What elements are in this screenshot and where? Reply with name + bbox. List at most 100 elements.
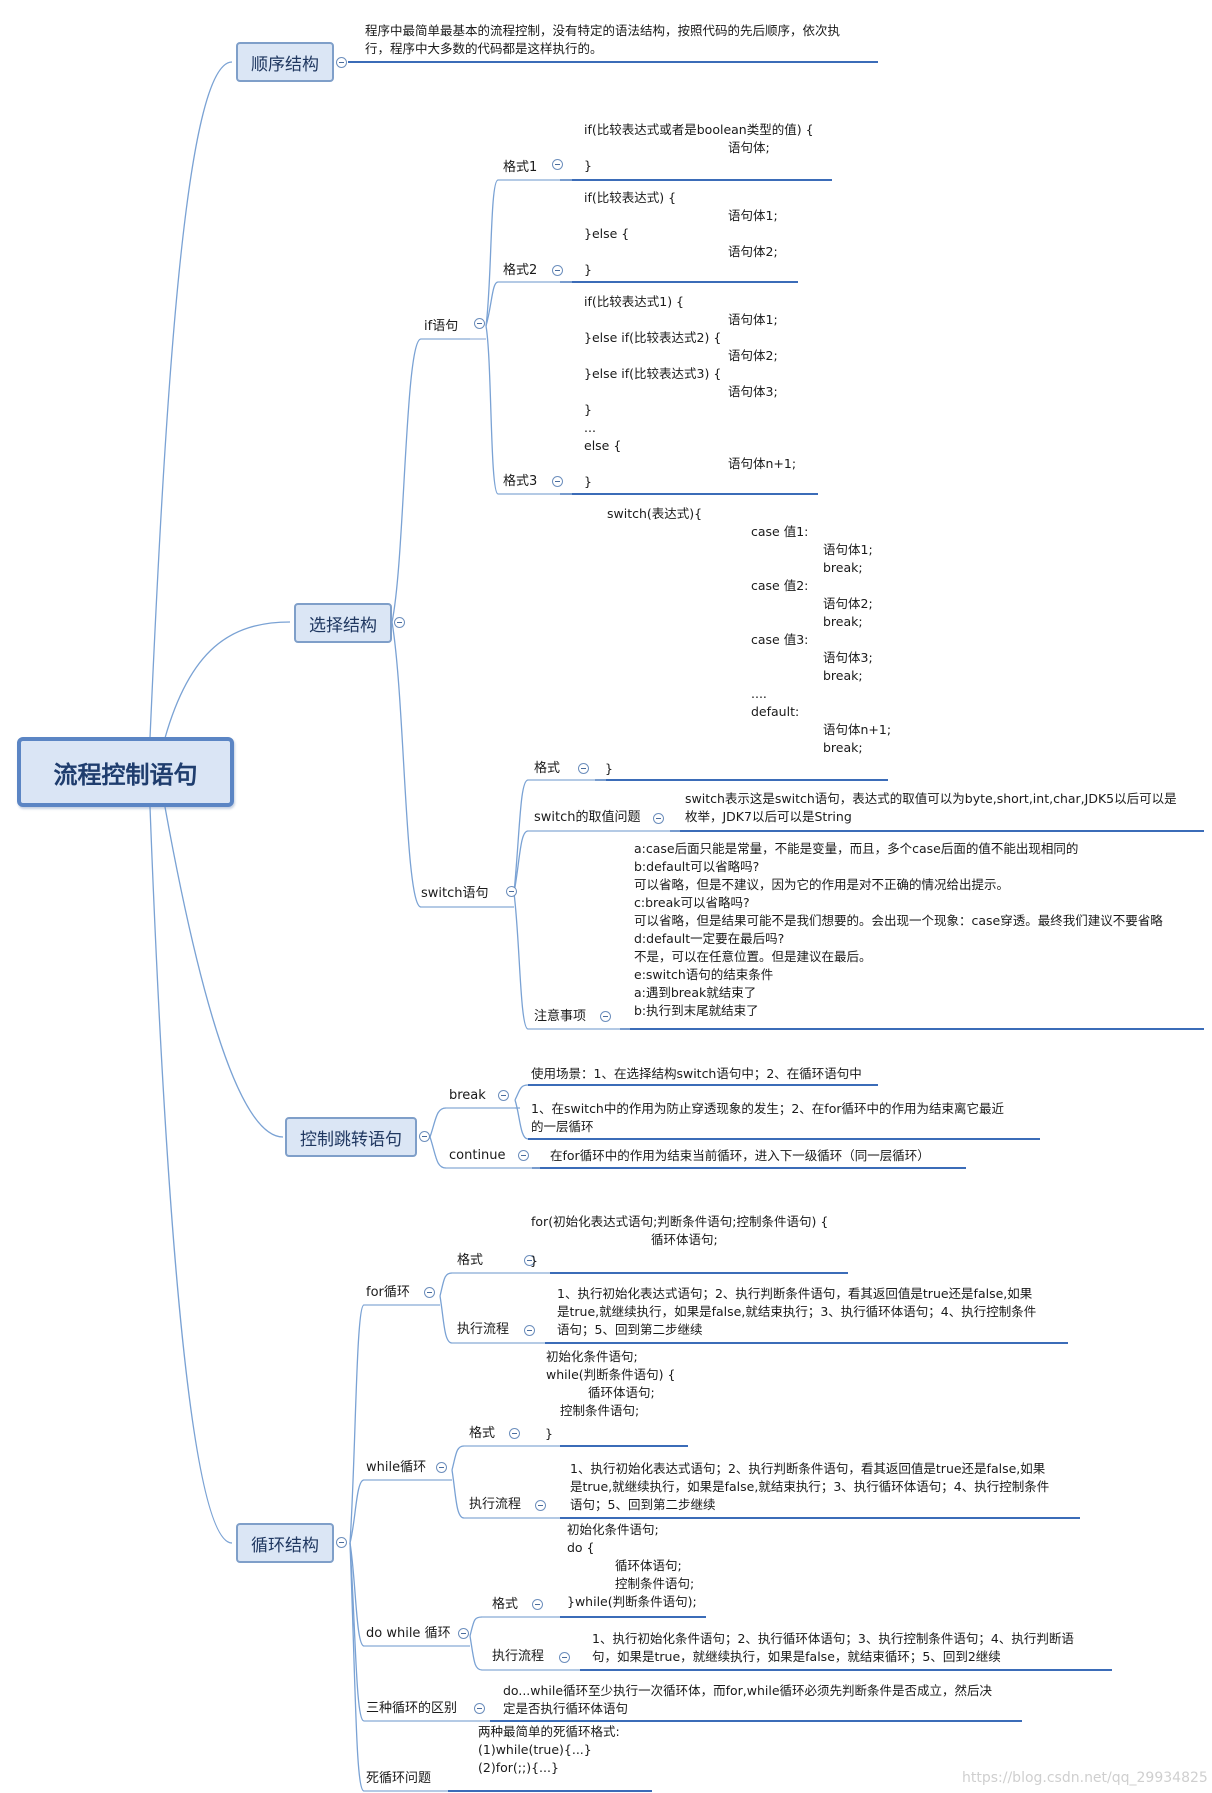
- collapse-toggle-icon[interactable]: [336, 1537, 347, 1548]
- switch-notes-label[interactable]: 注意事项: [534, 1009, 587, 1024]
- topic-selection[interactable]: 选择结构: [294, 603, 392, 643]
- collapse-toggle-icon[interactable]: [336, 57, 347, 68]
- collapse-toggle-icon[interactable]: [559, 1652, 570, 1663]
- collapse-toggle-icon[interactable]: [600, 1011, 611, 1022]
- collapse-toggle-icon[interactable]: [506, 886, 517, 897]
- edge-if-f2: [485, 281, 560, 327]
- break-scene-text: 使用场景：1、在选择结构switch语句中；2、在循环语句中: [531, 1066, 862, 1081]
- collapse-toggle-icon[interactable]: [474, 1703, 485, 1714]
- sequence-description: 程序中最简单最基本的流程控制，没有特定的语法结构，按照代码的先后顺序，依次执 行…: [365, 23, 841, 56]
- topic-sequence[interactable]: 顺序结构: [236, 42, 334, 82]
- for-format-code: for(初始化表达式语句;判断条件语句;控制条件语句) { 循环体语句;: [531, 1214, 829, 1247]
- while-format-label[interactable]: 格式: [469, 1426, 496, 1441]
- while-format-code: 初始化条件语句; while(判断条件语句) { 循环体语句; 控制条件语句;: [546, 1349, 676, 1418]
- switch-format-code: switch(表达式){ case 值1: 语句体1; break; case …: [607, 506, 892, 755]
- edge-while-flow: [451, 1469, 560, 1519]
- dowhile-loop-label[interactable]: do while 循环: [366, 1626, 451, 1641]
- collapse-toggle-icon[interactable]: [509, 1428, 520, 1439]
- edge-root-selection: [164, 621, 291, 739]
- edge-jump-continue: [429, 1136, 532, 1169]
- continue-text: 在for循环中的作用为结束当前循环，进入下一级循环（同一层循环）: [550, 1148, 930, 1163]
- collapse-toggle-icon[interactable]: [498, 1090, 509, 1101]
- edge-if-f1: [485, 179, 560, 327]
- switch-values-text: switch表示这是switch语句，表达式的取值可以为byte,short,i…: [685, 791, 1177, 824]
- collapse-toggle-icon[interactable]: [535, 1500, 546, 1511]
- if-format1-label[interactable]: 格式1: [503, 160, 538, 175]
- edge-loop-infinite: [349, 1542, 448, 1792]
- for-format-close: }: [530, 1253, 538, 1268]
- edge-loop-while: [349, 1479, 452, 1544]
- collapse-toggle-icon[interactable]: [524, 1255, 535, 1266]
- while-loop-label[interactable]: while循环: [366, 1460, 427, 1475]
- edge-loop-dowhile: [349, 1542, 470, 1647]
- switch-format-label[interactable]: 格式: [534, 761, 561, 776]
- break-effect-text: 1、在switch中的作用为防止穿透现象的发生；2、在for循环中的作用为结束离…: [531, 1101, 1004, 1134]
- topic-jump[interactable]: 控制跳转语句: [285, 1117, 417, 1157]
- collapse-toggle-icon[interactable]: [578, 763, 589, 774]
- edge-dowhile-format: [469, 1616, 560, 1637]
- for-flow-text: 1、执行初始化表达式语句；2、执行判断条件语句，看其返回值是true还是fals…: [557, 1286, 1037, 1337]
- loop-diff-text: do...while循环至少执行一次循环体，而for,while循环必须先判断条…: [503, 1683, 993, 1716]
- collapse-toggle-icon[interactable]: [653, 813, 664, 824]
- edge-for-flow: [439, 1295, 545, 1344]
- dowhile-format-label[interactable]: 格式: [492, 1597, 519, 1612]
- if-format3-code: if(比较表达式1) { 语句体1; }else if(比较表达式2) { 语句…: [584, 294, 797, 489]
- collapse-toggle-icon[interactable]: [474, 318, 485, 329]
- edge-dowhile-flow: [469, 1635, 580, 1671]
- edge-root-sequence: [149, 61, 233, 739]
- for-format-label[interactable]: 格式: [457, 1253, 484, 1268]
- edge-root-loop: [149, 806, 233, 1544]
- edge-loop-for: [349, 1304, 440, 1544]
- edge-selection-switch: [391, 621, 514, 908]
- collapse-toggle-icon[interactable]: [436, 1462, 447, 1473]
- collapse-toggle-icon[interactable]: [552, 159, 563, 170]
- if-format2-label[interactable]: 格式2: [503, 263, 538, 278]
- edge-jump-break: [429, 1107, 520, 1138]
- while-format-close: }: [545, 1426, 553, 1441]
- collapse-toggle-icon[interactable]: [524, 1325, 535, 1336]
- edge-selection-if: [391, 338, 470, 623]
- for-loop-label[interactable]: for循环: [366, 1285, 410, 1300]
- root-topic[interactable]: 流程控制语句: [17, 737, 234, 807]
- edge-if-f3: [485, 325, 560, 495]
- break-label[interactable]: break: [449, 1088, 486, 1103]
- edge-switch-format: [513, 779, 595, 894]
- collapse-toggle-icon[interactable]: [458, 1628, 469, 1639]
- collapse-toggle-icon[interactable]: [424, 1287, 435, 1298]
- watermark: https://blog.csdn.net/qq_29934825: [962, 1770, 1208, 1786]
- edge-switch-values: [513, 830, 670, 894]
- collapse-toggle-icon[interactable]: [532, 1599, 543, 1610]
- for-flow-label[interactable]: 执行流程: [457, 1322, 510, 1337]
- edge-loop-diff: [349, 1542, 490, 1722]
- infinite-loop-text: 两种最简单的死循环格式: (1)while(true){...} (2)for(…: [478, 1724, 620, 1775]
- if-statement-label[interactable]: if语句: [424, 319, 459, 334]
- switch-format-close: }: [605, 761, 613, 776]
- topic-loop[interactable]: 循环结构: [236, 1523, 334, 1563]
- dowhile-flow-label[interactable]: 执行流程: [492, 1649, 545, 1664]
- edge-break-effect: [514, 1099, 1040, 1140]
- if-format1-code: if(比较表达式或者是boolean类型的值) { 语句体; }: [584, 122, 814, 173]
- edge-for-format: [439, 1272, 550, 1297]
- while-flow-text: 1、执行初始化表达式语句；2、执行判断条件语句，看其返回值是true还是fals…: [570, 1461, 1050, 1512]
- switch-notes-text: a:case后面只能是常量，不能是变量，而且，多个case后面的值不能出现相同的…: [634, 841, 1163, 1018]
- switch-values-label[interactable]: switch的取值问题: [534, 810, 641, 825]
- collapse-toggle-icon[interactable]: [518, 1150, 529, 1161]
- collapse-toggle-icon[interactable]: [552, 265, 563, 276]
- infinite-loop-label[interactable]: 死循环问题: [366, 1771, 432, 1786]
- loop-diff-label[interactable]: 三种循环的区别: [366, 1701, 458, 1716]
- edge-root-jump: [164, 806, 284, 1138]
- if-format2-code: if(比较表达式) { 语句体1; }else { 语句体2; }: [584, 190, 778, 277]
- switch-statement-label[interactable]: switch语句: [421, 886, 489, 901]
- edge-switch-notes: [513, 892, 620, 1030]
- while-flow-label[interactable]: 执行流程: [469, 1497, 522, 1512]
- continue-label[interactable]: continue: [449, 1148, 506, 1163]
- edge-break-scene: [514, 1084, 878, 1101]
- if-format3-label[interactable]: 格式3: [503, 474, 538, 489]
- dowhile-format-code: 初始化条件语句; do { 循环体语句; 控制条件语句; }while(判断条件…: [567, 1522, 697, 1609]
- collapse-toggle-icon[interactable]: [552, 476, 563, 487]
- dowhile-flow-text: 1、执行初始化条件语句；2、执行循环体语句；3、执行控制条件语句；4、执行判断语…: [592, 1631, 1074, 1664]
- collapse-toggle-icon[interactable]: [394, 617, 405, 628]
- edge-while-format: [451, 1445, 560, 1471]
- collapse-toggle-icon[interactable]: [419, 1131, 430, 1142]
